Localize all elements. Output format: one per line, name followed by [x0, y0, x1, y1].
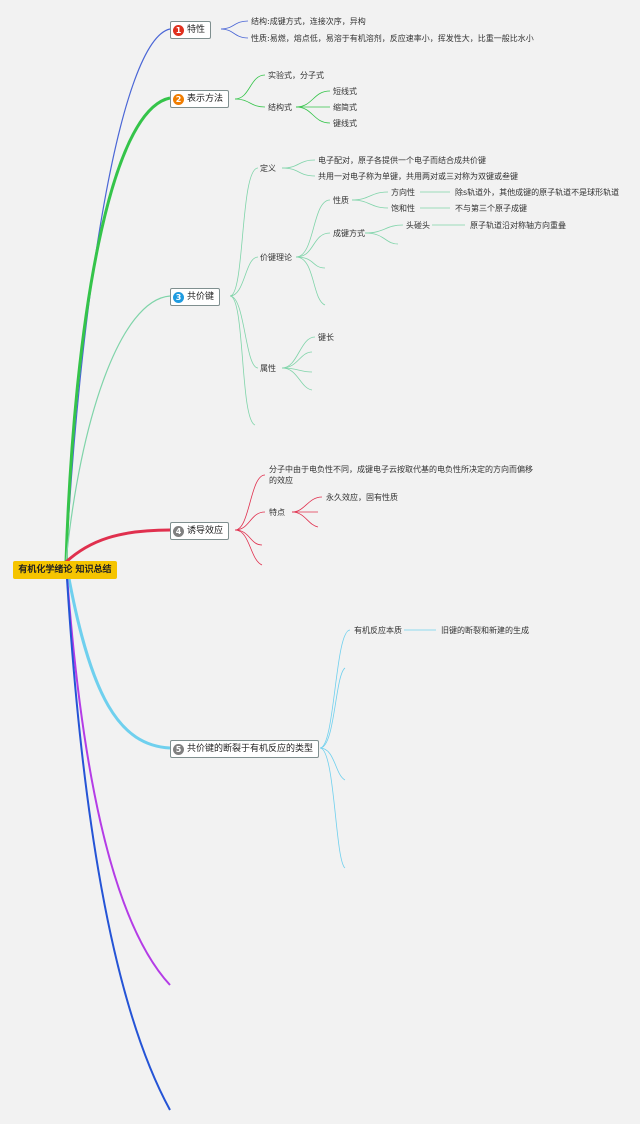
connector-t2-e — [295, 106, 331, 124]
t2-empirical[interactable]: 实验式，分子式 — [268, 71, 324, 80]
t3-def-bonds[interactable]: 共用一对电子称为单键，共用两对或三对称为双键或叁键 — [318, 172, 518, 181]
t3-saturation[interactable]: 饱和性 — [391, 204, 415, 213]
t2-skeletal[interactable]: 键线式 — [333, 119, 357, 128]
connector-t3-vb — [229, 256, 259, 297]
number-badge-3: 3 — [173, 291, 184, 303]
topic-1[interactable]: 1 特性 — [170, 21, 212, 39]
connector-t3-nat-b — [351, 199, 389, 209]
connector-t2-b — [234, 98, 266, 108]
connector-t1-b — [220, 28, 249, 39]
t3-bond-length[interactable]: 键长 — [318, 333, 334, 342]
connector-t5-c — [319, 747, 346, 781]
t4-definition[interactable]: 分子中由于电负性不同，成键电子云按取代基的电负性所决定的方向而偏移的效应 — [269, 465, 533, 485]
t2-condensed[interactable]: 缩简式 — [333, 103, 357, 112]
connector-t5-b — [319, 667, 346, 749]
connector-t3-def-b — [281, 167, 316, 177]
connector-t4-a — [234, 474, 266, 531]
connector-t3-bond-a — [364, 224, 404, 234]
connector-t4-d — [234, 529, 263, 566]
t3-valence-theory[interactable]: 价键理论 — [260, 253, 292, 262]
connector-t3-empty — [229, 295, 256, 426]
t5-essence[interactable]: 有机反应本质 — [354, 626, 402, 635]
connector-t3-prop-d — [281, 367, 313, 391]
t2-structural[interactable]: 结构式 — [268, 103, 292, 112]
connector-t3-nat-a — [351, 191, 389, 201]
connector-t3-prop-a — [281, 336, 316, 369]
connector-root-topic5 — [64, 561, 171, 750]
number-badge-4: 4 — [173, 525, 184, 537]
t3-attributes[interactable]: 属性 — [260, 364, 276, 373]
connector-t4-e — [291, 496, 323, 513]
topic-5-label: 共价键的断裂于有机反应的类型 — [187, 744, 314, 754]
connector-t4-b — [234, 511, 266, 531]
connector-t5-a — [319, 629, 351, 749]
topic-4-label: 诱导效应 — [187, 526, 224, 536]
t3-directionality-desc[interactable]: 除s轨道外，其他成键的原子轨道不是球形轨道 — [455, 188, 620, 197]
connector-t3-def-a — [281, 159, 316, 169]
number-badge-2: 2 — [173, 93, 184, 105]
connector-t3-vb-c — [295, 256, 326, 269]
connector-root-topic1 — [65, 28, 171, 563]
topic-3-label: 共价键 — [187, 292, 215, 302]
topic-2[interactable]: 2 表示方法 — [170, 90, 230, 108]
connector-t2-c — [295, 90, 331, 108]
connector-root-topic3 — [65, 295, 171, 563]
t3-head-on[interactable]: 头碰头 — [406, 221, 430, 230]
connector-root-topic2 — [64, 96, 171, 563]
topic-5[interactable]: 5 共价键的断裂于有机反应的类型 — [170, 740, 320, 758]
connector-t3-def — [229, 167, 259, 297]
topic-1-label: 特性 — [187, 25, 206, 35]
connector-t5-d — [319, 747, 346, 869]
connector-t3-prop-b — [281, 351, 313, 369]
t1-structure[interactable]: 结构:成键方式，连接次序，异构 — [251, 17, 366, 26]
t4-permanent[interactable]: 永久效应，固有性质 — [326, 493, 398, 502]
connector-t4-g — [291, 511, 319, 528]
t5-essence-desc[interactable]: 旧键的断裂和新建的生成 — [441, 626, 529, 635]
number-badge-5: 5 — [173, 743, 184, 755]
connector-root-topic4 — [64, 528, 171, 564]
t3-directionality[interactable]: 方向性 — [391, 188, 415, 197]
t3-bond-mode[interactable]: 成键方式 — [333, 229, 365, 238]
t1-properties[interactable]: 性质:易燃，熔点低，易溶于有机溶剂，反应速率小，挥发性大，比重一般比水小 — [251, 34, 534, 43]
connector-root-branch6 — [65, 561, 171, 986]
connector-t1-a — [220, 20, 249, 30]
t3-definition[interactable]: 定义 — [260, 164, 276, 173]
topic-3[interactable]: 3 共价键 — [170, 288, 221, 306]
t3-def-pairing[interactable]: 电子配对，原子各提供一个电子而结合成共价键 — [318, 156, 486, 165]
connector-t2-a — [234, 74, 266, 100]
t3-nature[interactable]: 性质 — [333, 196, 349, 205]
connector-t3-prop — [229, 295, 259, 369]
connector-t3-vb-d — [295, 256, 326, 306]
topic-4[interactable]: 4 诱导效应 — [170, 522, 230, 540]
t3-head-on-desc[interactable]: 原子轨道沿对称轴方向重叠 — [470, 221, 566, 230]
connector-t3-bond-b — [364, 232, 399, 245]
root-topic[interactable]: 有机化学绪论 知识总结 — [13, 561, 117, 579]
t4-features[interactable]: 特点 — [269, 508, 285, 517]
connector-t3-vb-a — [295, 199, 331, 258]
t3-saturation-desc[interactable]: 不与第三个原子成键 — [455, 204, 527, 213]
connector-root-branch7 — [65, 561, 171, 1111]
t2-dash[interactable]: 短线式 — [333, 87, 357, 96]
connector-t3-vb-b — [295, 232, 331, 258]
topic-2-label: 表示方法 — [187, 94, 224, 104]
number-badge-1: 1 — [173, 24, 184, 36]
